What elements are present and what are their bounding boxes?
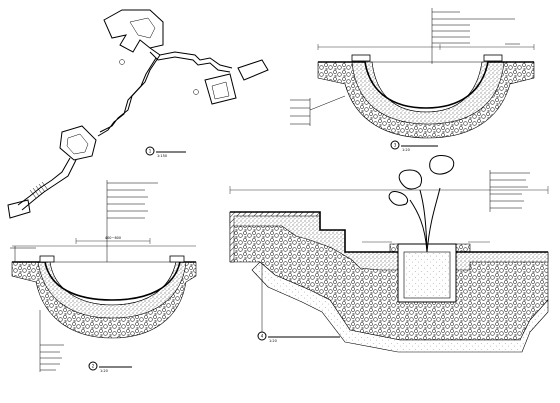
plan-platform (59, 125, 97, 161)
plant-leaf (388, 191, 409, 206)
fig2-dimension: 400~600 (105, 236, 121, 240)
fig4-scale: 1:20 (269, 339, 277, 343)
plan-pavilion-wing (237, 59, 269, 81)
fig1-number-circle (145, 146, 155, 156)
plan-pavilion (204, 73, 237, 105)
fig4-number: 4 (261, 334, 264, 339)
fig3-left-leaders (290, 95, 346, 126)
fig3-coping-left (351, 54, 371, 62)
fig2-basin-surface (12, 261, 196, 301)
fig4-planter-inner (403, 251, 451, 299)
plan-lower-path (17, 157, 77, 211)
fig2-leader-ticks (107, 182, 158, 219)
fig3-coping-right (483, 54, 503, 62)
fig2-number-circle (88, 361, 98, 371)
fig4-profile (230, 211, 548, 253)
fig2-scale: 1:20 (100, 369, 108, 373)
fig3-scale: 1:20 (402, 148, 410, 152)
plant-leaf (398, 169, 423, 190)
fig3-number-circle (390, 140, 400, 150)
fig4-plant (388, 155, 455, 253)
fig4-number-circle (257, 331, 267, 341)
plan-path (149, 47, 233, 73)
fig1-number: 1 (149, 149, 152, 154)
fig2-coping-right (169, 255, 185, 263)
plant-leaf (429, 155, 455, 175)
section-stepped-planting: 4 1:20 (229, 155, 549, 353)
plan-lower-block (7, 199, 31, 219)
plan-building-outline (103, 9, 164, 53)
fig3-basin-surface (318, 61, 534, 109)
plan-pavilion-inner (211, 81, 230, 100)
fig2-coping-left (39, 255, 55, 263)
fig2-bottom-leaders (40, 344, 64, 371)
plan-stairs (29, 181, 49, 199)
fig3-number: 3 (394, 143, 397, 148)
site-plan: 1 1:150 (7, 9, 269, 219)
plan-marker (193, 89, 199, 95)
plan-platform-inner (66, 133, 89, 155)
fig4-leader-ticks (490, 172, 530, 209)
fig4-soil-fill (251, 261, 549, 353)
plan-building-inner (129, 17, 156, 39)
fig1-scale: 1:150 (157, 154, 167, 158)
section-pond-large: 3 1:20 (290, 8, 535, 152)
plan-main-path (97, 54, 161, 137)
fig3-leader-ticks (432, 11, 515, 44)
fig2-number: 2 (92, 364, 95, 369)
section-pond-small: 400~600 2 1:20 (10, 180, 197, 373)
plan-marker (119, 59, 125, 65)
